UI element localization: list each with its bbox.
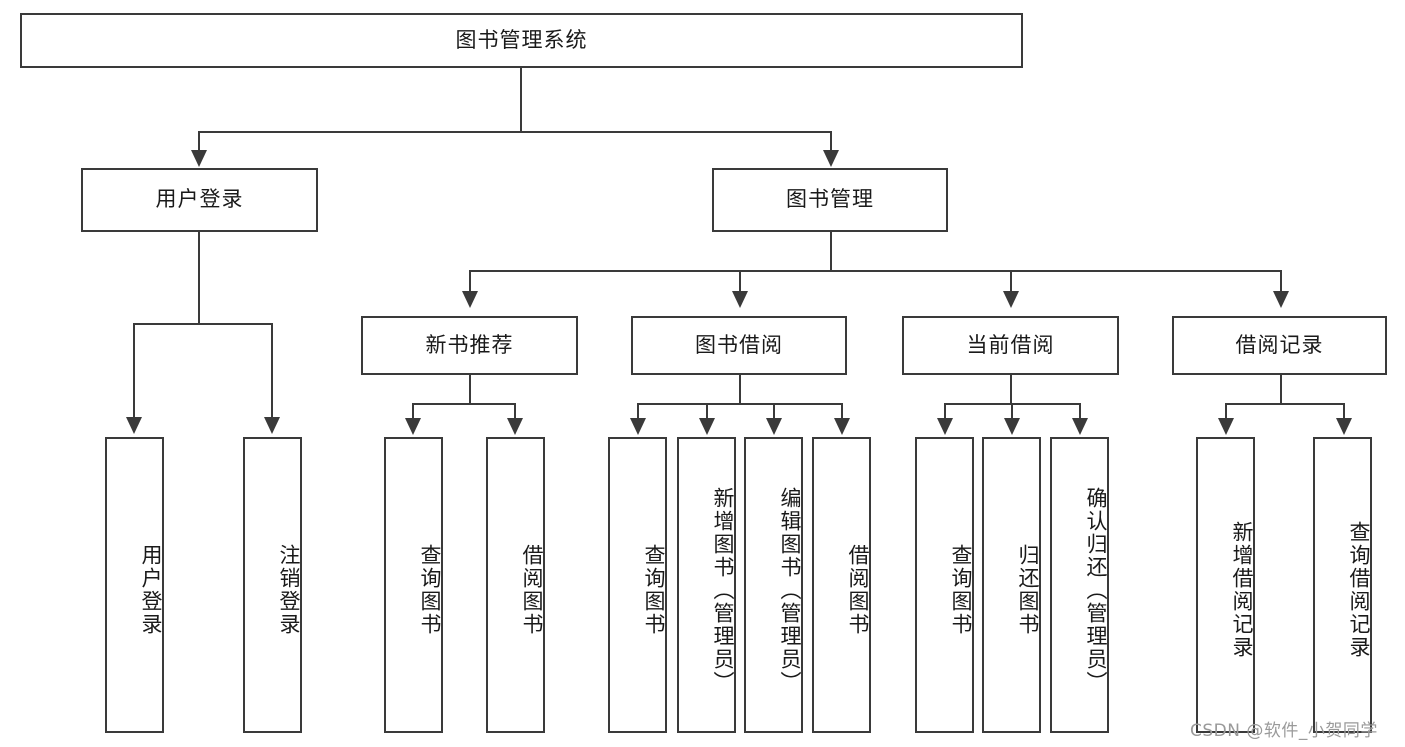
- arrowhead-book-borrow-leaf-3: [766, 418, 782, 435]
- node-label: 图书管理: [786, 187, 874, 212]
- node-borrow-record[interactable]: 借阅记录: [1172, 316, 1387, 375]
- node-label: 图书管理系统: [455, 27, 588, 52]
- edge-book-borrow-to-leaf-2: [706, 403, 708, 419]
- edge-book-borrow-bus: [637, 403, 842, 405]
- arrowhead-child-current-borrow: [1003, 291, 1019, 308]
- edge-book-manage-to-c4: [1280, 270, 1282, 292]
- edge-book-borrow-to-leaf-4: [841, 403, 843, 419]
- arrowhead-user-login: [191, 150, 207, 167]
- arrowhead-child-borrow-record: [1273, 291, 1289, 308]
- node-label: 注销登录: [277, 544, 301, 636]
- arrowhead-book-borrow-leaf-2: [699, 418, 715, 435]
- edge-new-book-stem: [469, 375, 471, 403]
- node-label: 图书借阅: [695, 332, 783, 357]
- node-label: 编辑图书（管理员）: [778, 486, 802, 694]
- arrowhead-new-book-leaf-2: [507, 418, 523, 435]
- edge-root-to-book-manage: [830, 131, 832, 152]
- edge-book-manage-bus: [469, 270, 1281, 272]
- edge-borrow-record-to-leaf-1: [1225, 403, 1227, 419]
- edge-user-login-to-leaf-2: [271, 323, 273, 418]
- node-label: 新增图书（管理员）: [711, 486, 735, 694]
- leaf-logout[interactable]: 注销登录: [243, 437, 302, 733]
- arrowhead-current-borrow-leaf-2: [1004, 418, 1020, 435]
- arrowhead-child-new-book: [462, 291, 478, 308]
- node-label: 查询图书: [418, 544, 442, 636]
- edge-book-borrow-to-leaf-3: [773, 403, 775, 419]
- arrowhead-new-book-leaf-1: [405, 418, 421, 435]
- arrowhead-current-borrow-leaf-1: [937, 418, 953, 435]
- leaf-return-book[interactable]: 归还图书: [982, 437, 1041, 733]
- node-label: 借阅图书: [520, 544, 544, 636]
- edge-new-book-bus: [412, 403, 516, 405]
- leaf-query-book-recommend[interactable]: 查询图书: [384, 437, 443, 733]
- edge-book-borrow-to-leaf-1: [637, 403, 639, 419]
- edge-borrow-record-bus: [1225, 403, 1343, 405]
- node-label: 查询借阅记录: [1347, 521, 1371, 659]
- leaf-confirm-return-admin[interactable]: 确认归还（管理员）: [1050, 437, 1109, 733]
- csdn-watermark: CSDN @软件_小贺同学: [1190, 721, 1378, 741]
- node-label: 用户登录: [139, 544, 163, 636]
- arrowhead-book-borrow-leaf-4: [834, 418, 850, 435]
- node-book-borrow[interactable]: 图书借阅: [631, 316, 847, 375]
- node-label: 查询图书: [642, 544, 666, 636]
- node-label: 查询图书: [949, 544, 973, 636]
- edge-new-book-to-leaf-2: [514, 403, 516, 419]
- leaf-add-book-admin[interactable]: 新增图书（管理员）: [677, 437, 736, 733]
- node-label: 确认归还（管理员）: [1084, 486, 1108, 694]
- edge-borrow-record-to-leaf-2: [1343, 403, 1345, 419]
- edge-root-to-user-login: [198, 131, 200, 152]
- arrowhead-borrow-record-leaf-1: [1218, 418, 1234, 435]
- edge-user-login-bus: [133, 323, 272, 325]
- node-book-management[interactable]: 图书管理: [712, 168, 948, 232]
- node-user-login[interactable]: 用户登录: [81, 168, 318, 232]
- arrowhead-book-borrow-leaf-1: [630, 418, 646, 435]
- arrowhead-book-manage: [823, 150, 839, 167]
- arrowhead-user-login-leaf-1: [126, 417, 142, 434]
- edge-current-borrow-to-leaf-2: [1011, 403, 1013, 419]
- edge-new-book-to-leaf-1: [412, 403, 414, 419]
- arrowhead-user-login-leaf-2: [264, 417, 280, 434]
- leaf-edit-book-admin[interactable]: 编辑图书（管理员）: [744, 437, 803, 733]
- leaf-query-borrow-record[interactable]: 查询借阅记录: [1313, 437, 1372, 733]
- node-label: 归还图书: [1016, 544, 1040, 636]
- leaf-borrow-book-recommend[interactable]: 借阅图书: [486, 437, 545, 733]
- node-root-library-system[interactable]: 图书管理系统: [20, 13, 1023, 68]
- node-new-book-recommend[interactable]: 新书推荐: [361, 316, 578, 375]
- edge-user-login-to-leaf-1: [133, 323, 135, 418]
- leaf-query-book-borrow[interactable]: 查询图书: [608, 437, 667, 733]
- edge-book-manage-stem: [830, 232, 832, 270]
- node-label: 新增借阅记录: [1230, 521, 1254, 659]
- node-label: 借阅记录: [1235, 332, 1324, 357]
- node-label: 用户登录: [155, 187, 244, 212]
- leaf-borrow-book[interactable]: 借阅图书: [812, 437, 871, 733]
- edge-book-manage-to-c2: [739, 270, 741, 292]
- edge-root-stem: [520, 68, 522, 131]
- node-label: 新书推荐: [425, 332, 514, 357]
- node-label: 当前借阅: [966, 332, 1055, 357]
- edge-borrow-record-stem: [1280, 375, 1282, 403]
- node-label: 借阅图书: [846, 544, 870, 636]
- edge-current-borrow-stem: [1010, 375, 1012, 403]
- edge-book-manage-to-c3: [1010, 270, 1012, 292]
- edge-current-borrow-to-leaf-3: [1079, 403, 1081, 419]
- arrowhead-borrow-record-leaf-2: [1336, 418, 1352, 435]
- leaf-user-login[interactable]: 用户登录: [105, 437, 164, 733]
- arrowhead-current-borrow-leaf-3: [1072, 418, 1088, 435]
- edge-user-login-stem: [198, 232, 200, 323]
- node-current-borrow[interactable]: 当前借阅: [902, 316, 1119, 375]
- edge-book-manage-to-c1: [469, 270, 471, 292]
- edge-current-borrow-to-leaf-1: [944, 403, 946, 419]
- arrowhead-child-book-borrow: [732, 291, 748, 308]
- leaf-query-book-current[interactable]: 查询图书: [915, 437, 974, 733]
- edge-book-borrow-stem: [739, 375, 741, 403]
- leaf-add-borrow-record[interactable]: 新增借阅记录: [1196, 437, 1255, 733]
- edge-root-bus: [198, 131, 832, 133]
